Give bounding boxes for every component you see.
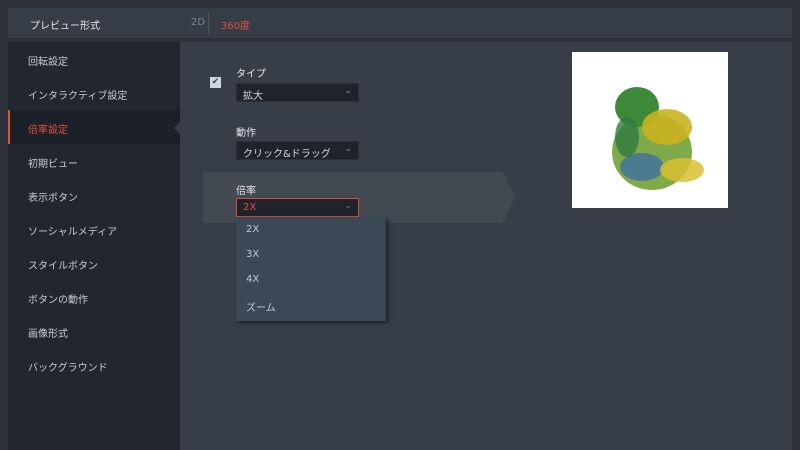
sidebar-item-background[interactable]: バックグラウンド (28, 363, 108, 374)
type-select[interactable]: 拡大 ⌄ (236, 83, 359, 102)
sidebar-item-interactive[interactable]: インタラクティブ設定 (28, 91, 128, 102)
sidebar-item-button-action[interactable]: ボタンの動作 (28, 295, 88, 306)
sidebar-item-display-buttons[interactable]: 表示ボタン (28, 193, 78, 204)
sidebar-item-style-buttons[interactable]: スタイルボタン (28, 261, 98, 272)
zoom-option-3x[interactable]: 3X (246, 249, 260, 260)
divider (208, 12, 209, 34)
format-option-2d[interactable]: 2D (191, 17, 206, 28)
chevron-down-icon: ⌄ (344, 86, 352, 96)
sidebar-item-initial-view[interactable]: 初期ビュー (28, 159, 78, 170)
sidebar-item-zoom[interactable]: 倍率設定 (8, 110, 180, 144)
format-option-360[interactable]: 360度 (221, 21, 251, 32)
type-value: 拡大 (243, 91, 263, 102)
sidebar-item-rotation[interactable]: 回転設定 (28, 57, 68, 68)
chevron-down-icon: ⌄ (344, 201, 352, 211)
zoom-option-4x[interactable]: 4X (246, 274, 260, 285)
horse-sculpture-image (612, 87, 704, 190)
zoom-label: 倍率 (236, 186, 256, 197)
type-label: タイプ (236, 69, 266, 80)
action-value: クリック&ドラッグ (243, 149, 331, 160)
zoom-value: 2X (243, 202, 257, 213)
preview-format-bar: プレビュー形式 2D 360度 (8, 8, 792, 38)
zoom-dropdown-menu: 2X 3X 4X ズーム (236, 217, 386, 321)
zoom-option-2x[interactable]: 2X (246, 224, 260, 235)
action-label: 動作 (236, 128, 256, 139)
action-select[interactable]: クリック&ドラッグ ⌄ (236, 141, 359, 160)
sidebar-item-social-media[interactable]: ソーシャルメディア (28, 227, 118, 238)
preview-image (572, 52, 728, 208)
sidebar-item-image-format[interactable]: 画像形式 (28, 329, 68, 340)
preview-format-title: プレビュー形式 (30, 21, 100, 32)
settings-panel: ✔ タイプ 拡大 ⌄ 動作 クリック&ドラッグ ⌄ 倍率 2X ⌄ 2X 3X … (180, 42, 792, 450)
chevron-down-icon: ⌄ (344, 144, 352, 154)
zoom-option-zoom[interactable]: ズーム (246, 303, 276, 314)
type-checkbox[interactable]: ✔ (210, 77, 221, 88)
zoom-select[interactable]: 2X ⌄ (236, 198, 359, 217)
sidebar: 回転設定 インタラクティブ設定 倍率設定 初期ビュー 表示ボタン ソーシャルメデ… (8, 42, 180, 450)
